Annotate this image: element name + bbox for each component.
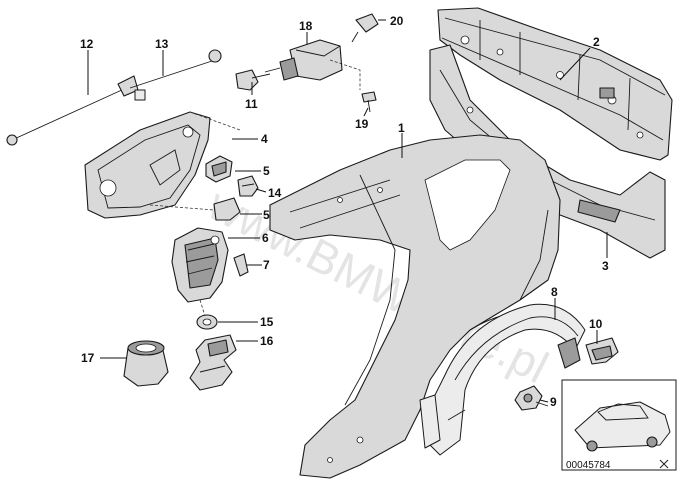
part-7-clip — [233, 253, 249, 277]
label-11: 11 — [245, 97, 258, 111]
part-18-actuator — [264, 39, 343, 81]
part-4-fuel-filler-flap — [84, 111, 211, 219]
part-1-side-panel — [269, 134, 561, 479]
part-labels: 12 13 18 20 11 19 1 2 3 4 5 14 5 6 7 15 … — [80, 14, 609, 409]
label-12: 12 — [80, 37, 94, 51]
label-5a: 5 — [263, 164, 270, 178]
label-16: 16 — [260, 334, 274, 348]
label-3: 3 — [602, 259, 609, 273]
label-13: 13 — [155, 37, 169, 51]
label-20: 20 — [390, 14, 404, 28]
label-1: 1 — [398, 121, 405, 135]
part-9-screw — [514, 385, 549, 411]
part-14-clip — [237, 175, 259, 197]
label-5b: 5 — [263, 208, 270, 222]
part-15-grommet — [196, 314, 218, 330]
label-10: 10 — [589, 317, 603, 331]
part-10-clip — [585, 337, 619, 365]
label-14: 14 — [268, 186, 282, 200]
label-6: 6 — [262, 231, 269, 245]
label-17: 17 — [81, 351, 95, 365]
car-thumbnail-inset: 00045784 — [561, 379, 677, 471]
label-4: 4 — [261, 132, 268, 146]
part-11-clip — [235, 69, 271, 91]
label-2: 2 — [593, 35, 600, 49]
label-19: 19 — [355, 117, 369, 131]
label-15: 15 — [260, 315, 274, 329]
part-5-lower-bracket — [213, 197, 241, 221]
part-6-filler-housing — [171, 227, 229, 303]
label-7: 7 — [263, 258, 270, 272]
label-9: 9 — [550, 395, 557, 409]
part-19-screw — [361, 91, 377, 113]
assembly-lines — [149, 59, 361, 317]
leader-lines — [87, 19, 608, 403]
part-16-hose — [189, 334, 237, 391]
part-5-upper-bracket — [205, 155, 233, 183]
part-2-rear-panel — [437, 7, 673, 161]
reference-number: 00045784 — [566, 460, 611, 471]
label-18: 18 — [299, 19, 313, 33]
part-8-wheel-arch-liner — [419, 303, 586, 456]
part-13-cable — [129, 49, 222, 101]
part-20-connector — [351, 13, 379, 43]
label-8: 8 — [551, 285, 558, 299]
part-12-cable — [6, 75, 139, 146]
part-17-rubber-cup — [123, 340, 169, 387]
